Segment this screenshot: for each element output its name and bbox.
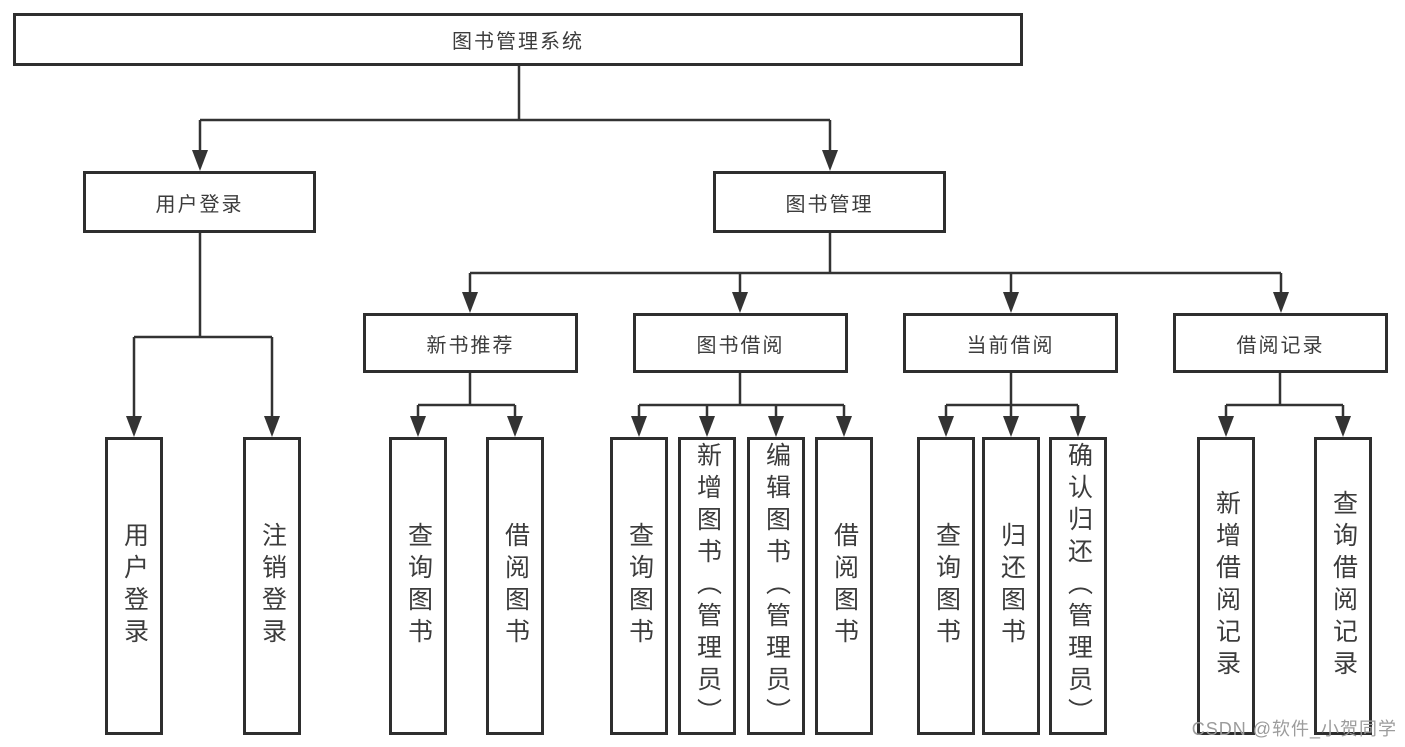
node-new-book-recommend: 新书推荐 — [363, 313, 578, 373]
leaf-return-book: 归还图书 — [982, 437, 1040, 735]
node-user-login: 用户登录 — [83, 171, 316, 233]
leaf-query-books-recommend: 查询图书 — [389, 437, 447, 735]
leaf-user-login: 用户登录 — [105, 437, 163, 735]
node-borrow-records: 借阅记录 — [1173, 313, 1388, 373]
leaf-add-book-admin: 新增图书（管理员） — [678, 437, 736, 735]
leaf-borrow-books-borrow: 借阅图书 — [815, 437, 873, 735]
arrowheads — [126, 150, 1351, 437]
leaf-logout: 注销登录 — [243, 437, 301, 735]
csdn-watermark: CSDN @软件_小贺同学 — [1191, 719, 1397, 739]
leaf-add-borrow-record: 新增借阅记录 — [1197, 437, 1255, 735]
node-root-system: 图书管理系统 — [13, 13, 1023, 66]
node-current-borrow: 当前借阅 — [903, 313, 1118, 373]
leaf-edit-book-admin: 编辑图书（管理员） — [747, 437, 805, 735]
leaf-borrow-books-recommend: 借阅图书 — [486, 437, 544, 735]
leaf-query-books-borrow: 查询图书 — [610, 437, 668, 735]
node-book-management: 图书管理 — [713, 171, 946, 233]
leaf-query-borrow-record: 查询借阅记录 — [1314, 437, 1372, 735]
node-book-borrow: 图书借阅 — [633, 313, 848, 373]
leaf-confirm-return-admin: 确认归还（管理员） — [1049, 437, 1107, 735]
leaf-query-books-current: 查询图书 — [917, 437, 975, 735]
